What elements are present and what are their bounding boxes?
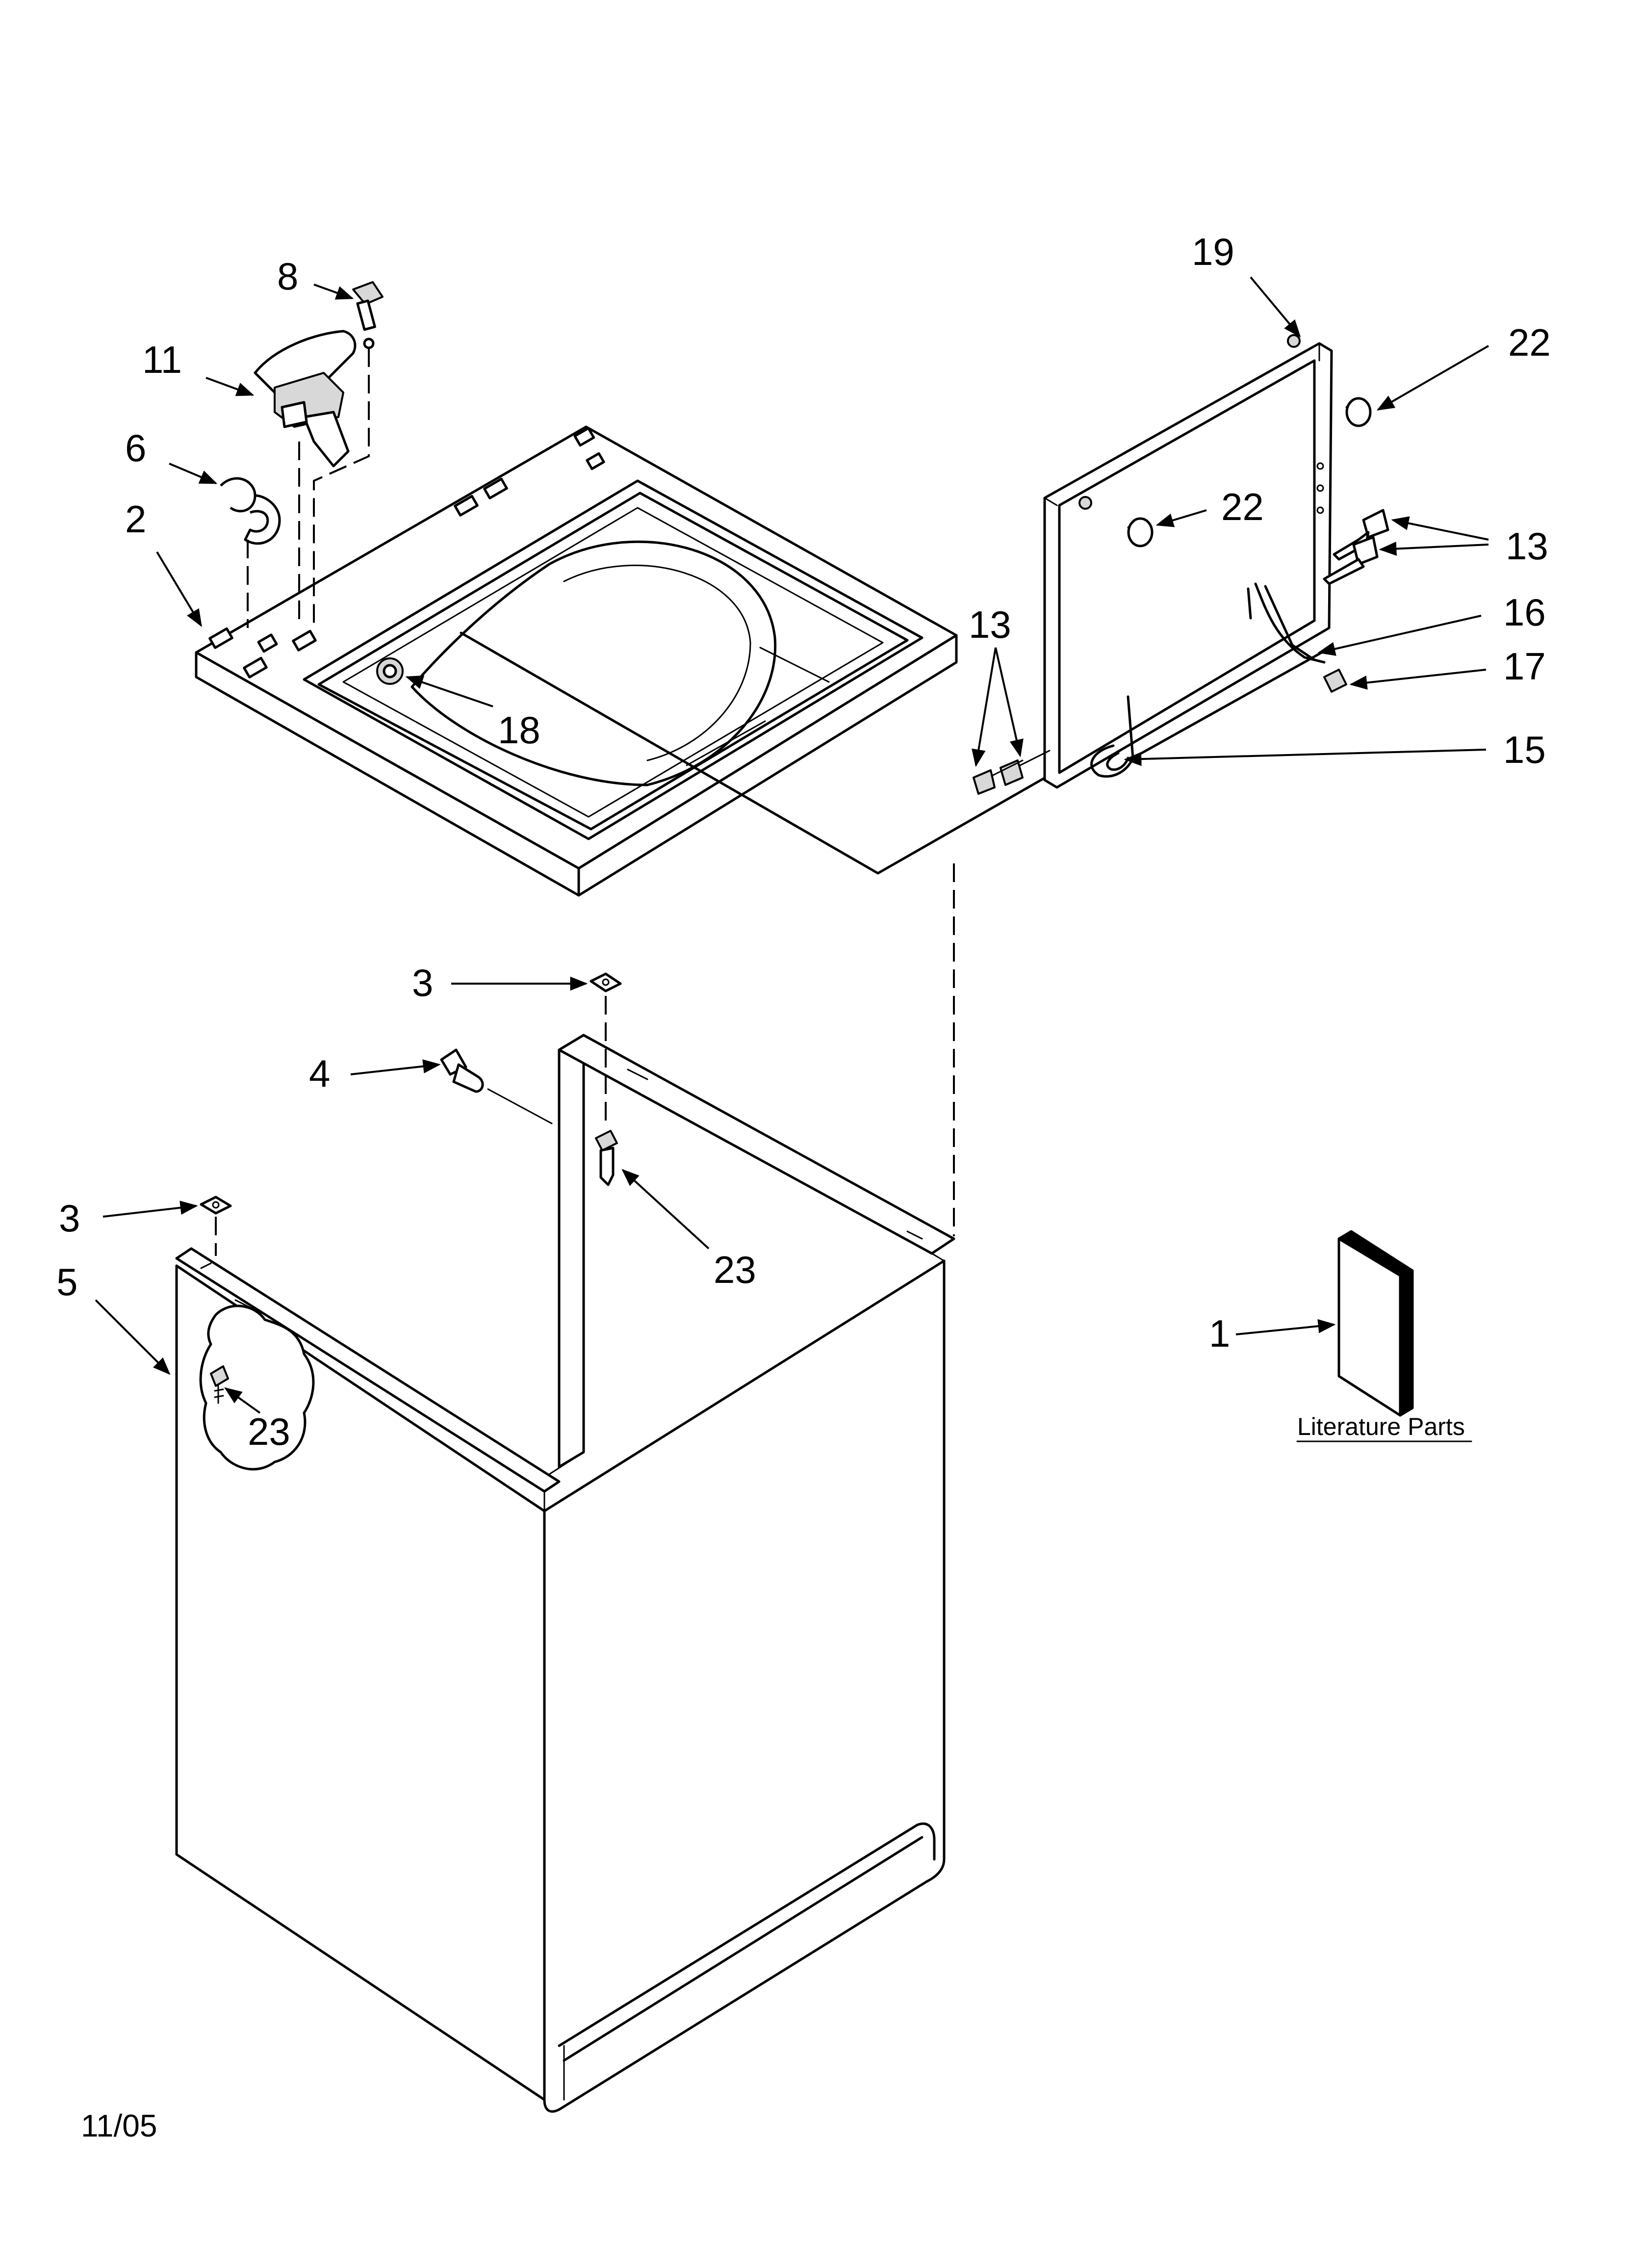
revision-date: 11/05: [81, 2108, 157, 2143]
cabinet-part-5: [175, 1034, 955, 2113]
clip-part-3-lower: [200, 1196, 232, 1215]
literature-parts-caption: Literature Parts: [1297, 1413, 1465, 1440]
callout-5: 5: [56, 1260, 77, 1303]
lid-switch-part-18: [376, 657, 404, 685]
screw-part-8: [352, 281, 384, 349]
literature-parts-booklet: [1337, 1230, 1414, 1417]
callout-3-upper: 3: [412, 961, 433, 1004]
callout-15: 15: [1503, 728, 1546, 771]
screw-part-23-upper: [595, 1130, 618, 1186]
callout-19: 19: [1192, 230, 1234, 273]
cap-part-17: [1323, 669, 1347, 693]
lid-switch-assembly-part-11: [254, 330, 357, 468]
screw-part-13-b: [1323, 536, 1379, 585]
lid-part-19: [1043, 334, 1333, 789]
callout-23-upper: 23: [714, 1248, 756, 1291]
screw-part-13-c: [1000, 750, 1051, 786]
callout-8: 8: [277, 255, 298, 298]
leader-lines: [95, 276, 1489, 1414]
callout-4: 4: [309, 1052, 330, 1095]
callout-22-upper: 22: [1508, 321, 1551, 364]
callout-1: 1: [1209, 1312, 1230, 1355]
callout-17: 17: [1503, 645, 1546, 688]
lid-hinge-part-16: [1247, 582, 1326, 664]
callout-18: 18: [498, 708, 540, 752]
screw-part-13-d: [973, 759, 1024, 795]
bumper-part-22-upper: [1345, 397, 1372, 427]
bumper-part-22-lower: [1127, 517, 1154, 547]
screw-part-4: [440, 1048, 484, 1093]
callout-2: 2: [125, 497, 146, 541]
callout-23-lower: 23: [248, 1410, 290, 1453]
callout-16: 16: [1503, 591, 1546, 634]
clip-part-6: [220, 477, 281, 545]
callout-13-right: 13: [1506, 524, 1548, 568]
callout-labels: 8 11 6 2 18 19 22 22 13 13 16 17 15 3 4 …: [56, 230, 1551, 1453]
callout-22-lower: 22: [1221, 485, 1264, 528]
callout-11: 11: [142, 338, 182, 381]
callout-3-lower: 3: [59, 1197, 80, 1240]
clip-part-3-upper: [590, 972, 622, 992]
callout-6: 6: [125, 426, 146, 469]
cutaway-view: [199, 1304, 315, 1471]
callout-13-left: 13: [969, 603, 1011, 646]
top-panel: [195, 425, 958, 897]
